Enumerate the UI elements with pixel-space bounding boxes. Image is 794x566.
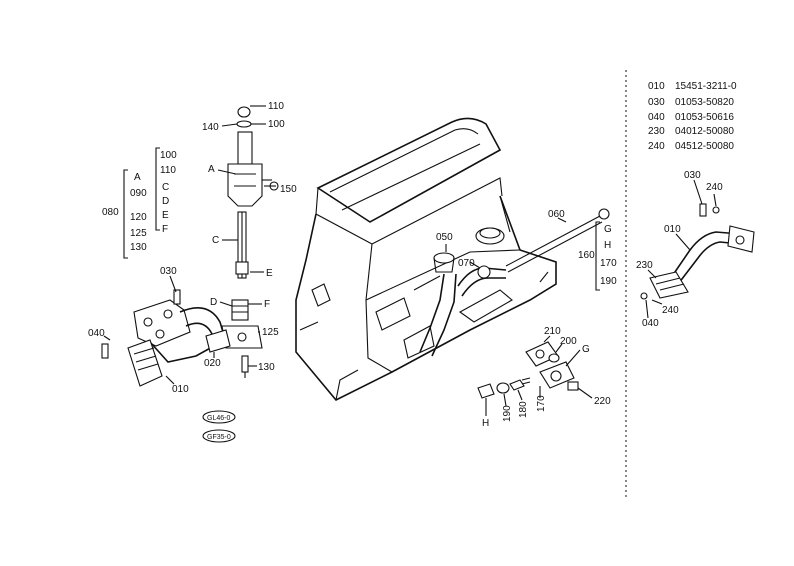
callout-label: 100 <box>268 119 285 130</box>
callout-label: 180 <box>518 401 529 418</box>
group-letter: F <box>162 224 168 235</box>
callout-label: 190 <box>502 405 513 422</box>
oil-strainer-left <box>101 289 231 387</box>
distributor-drive-assembly <box>221 106 279 378</box>
group-letter: D <box>162 196 169 207</box>
leader-lines <box>103 105 717 416</box>
group-number: 130 <box>130 242 147 253</box>
callout-label: 040 <box>88 328 105 339</box>
stamp-text: GL46-0 <box>207 415 230 422</box>
callout-label: 030 <box>684 170 701 181</box>
parts-table-ref: 240 <box>648 141 665 152</box>
callout-label: 210 <box>544 326 561 337</box>
callout-label: E <box>266 268 273 279</box>
callout-label: D <box>210 297 217 308</box>
callout-label: 020 <box>204 358 221 369</box>
callout-label: 200 <box>560 336 577 347</box>
callout-label: 010 <box>172 384 189 395</box>
callout-label: 130 <box>258 362 275 373</box>
callout-label: 110 <box>268 101 284 112</box>
callout-label: 170 <box>536 395 547 412</box>
callout-label: 125 <box>262 327 279 338</box>
callout-label: 060 <box>548 209 565 220</box>
parts-table-part: 01053-50616 <box>675 112 734 123</box>
group-label: 160 <box>578 250 595 261</box>
parts-table-ref: 030 <box>648 97 665 108</box>
parts-table-ref: 010 <box>648 81 665 92</box>
group-number: 120 <box>130 212 147 223</box>
parts-table-part: 15451-3211-0 <box>675 81 737 92</box>
callout-label: 230 <box>636 260 653 271</box>
parts-table-part: 01053-50820 <box>675 97 734 108</box>
callout-label: 240 <box>706 182 723 193</box>
callout-label: 030 <box>160 266 177 277</box>
group-number: 190 <box>600 276 617 287</box>
group-letter: 090 <box>130 188 147 199</box>
stamps: GL46-0 GF35-0 <box>202 410 236 443</box>
group-label: 080 <box>102 207 119 218</box>
callout-label: H <box>482 418 489 429</box>
oil-filler-neck <box>419 252 507 357</box>
callout-label: G <box>582 344 590 355</box>
engine-block <box>295 117 557 401</box>
callout-label: 140 <box>202 122 219 133</box>
group-letter: H <box>604 240 611 251</box>
oil-pipe-right <box>640 203 755 300</box>
group-letter: E <box>162 210 169 221</box>
group-letter: C <box>162 182 169 193</box>
group-letter: A <box>134 172 141 183</box>
callout-label: 220 <box>594 396 611 407</box>
callout-label: 010 <box>664 224 681 235</box>
group-letter: G <box>604 224 612 235</box>
group-number: 170 <box>600 258 617 269</box>
callout-label: 040 <box>642 318 659 329</box>
callout-label: 240 <box>662 305 679 316</box>
callout-label: F <box>264 299 270 310</box>
callout-label: 050 <box>436 232 453 243</box>
group-bracket-160: 160 G H 170 190 <box>578 221 617 291</box>
dipstick <box>505 208 610 273</box>
group-number: 110 <box>160 165 176 176</box>
group-bracket-080: 080 A 090 125 130 120 100 110 C D E F <box>102 147 177 259</box>
parts-table: 010 15451-3211-0 030 01053-50820 040 010… <box>648 81 737 152</box>
group-number: 125 <box>130 228 147 239</box>
parts-table-part: 04012-50080 <box>675 126 734 137</box>
callout-label: A <box>208 164 215 175</box>
parts-table-ref: 040 <box>648 112 665 123</box>
stamp-text: GF35-0 <box>207 434 231 441</box>
parts-table-part: 04512-50080 <box>675 141 734 152</box>
callout-label: 150 <box>280 184 297 195</box>
parts-table-ref: 230 <box>648 126 665 137</box>
callout-labels: 110 100 140 A 150 C E D F 125 130 020 01… <box>88 101 723 429</box>
callout-label: 070 <box>458 258 475 269</box>
callout-label: C <box>212 235 219 246</box>
oil-pressure-assembly <box>477 341 579 399</box>
group-number: 100 <box>160 150 177 161</box>
